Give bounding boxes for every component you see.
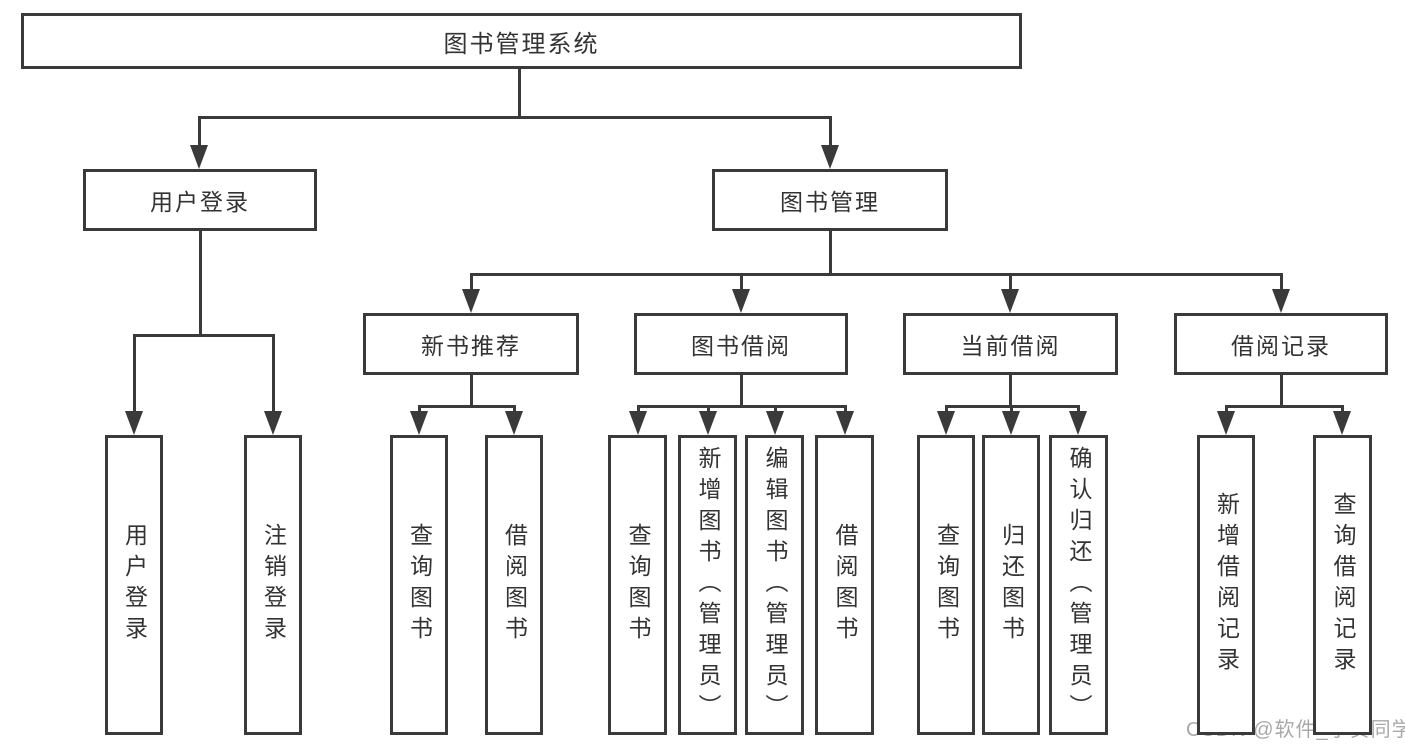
arrowhead-down-icon: [125, 411, 143, 435]
branch-user-login-drop: [271, 335, 275, 415]
branch-new-book-recommend-stem: [469, 375, 473, 408]
branch-book-management-rail: [469, 272, 1283, 276]
node-book-borrowing: 图书借阅: [634, 313, 848, 375]
leaf-query-books-recommend: 查询图书: [390, 435, 448, 735]
branch-user-login-drop: [132, 335, 136, 415]
leaf-query-books-borrowing-label: 查询图书: [625, 523, 651, 647]
node-current-borrowing: 当前借阅: [903, 313, 1118, 375]
branch-root-stem: [517, 69, 521, 119]
leaf-add-borrow-record: 新增借阅记录: [1197, 435, 1255, 735]
arrowhead-down-icon: [699, 411, 717, 435]
arrowhead-down-icon: [462, 289, 480, 313]
branch-borrowing-records-drop: [1224, 406, 1228, 415]
branch-new-book-recommend-rail: [417, 404, 516, 408]
node-borrowing-records-label: 借阅记录: [1231, 333, 1331, 359]
branch-book-borrowing-rail: [636, 404, 847, 408]
branch-book-borrowing-stem: [739, 375, 743, 408]
branch-borrowing-records-stem: [1279, 375, 1283, 408]
arrowhead-down-icon: [836, 411, 854, 435]
branch-current-borrowing-stem: [1008, 375, 1012, 408]
leaf-query-books-current: 查询图书: [917, 435, 975, 735]
node-book-management-label: 图书管理: [780, 189, 880, 215]
node-root: 图书管理系统: [21, 13, 1022, 69]
leaf-return-books: 归还图书: [982, 435, 1040, 735]
branch-root-rail: [197, 115, 832, 119]
node-book-management: 图书管理: [712, 169, 948, 231]
arrowhead-down-icon: [1002, 411, 1020, 435]
leaf-confirm-return-admin-label: 确认归还（管理员）: [1066, 445, 1092, 725]
branch-book-borrowing-drop: [706, 406, 710, 415]
branch-current-borrowing-drop: [1076, 406, 1080, 415]
leaf-query-borrow-record: 查询借阅记录: [1313, 435, 1372, 735]
branch-book-management-drop: [469, 274, 473, 293]
arrowhead-down-icon: [1272, 289, 1290, 313]
node-borrowing-records: 借阅记录: [1174, 313, 1388, 375]
leaf-logout: 注销登录: [244, 435, 302, 735]
node-new-book-recommend: 新书推荐: [363, 313, 579, 375]
node-current-borrowing-label: 当前借阅: [960, 333, 1061, 359]
branch-new-book-recommend-drop: [417, 406, 421, 415]
arrowhead-down-icon: [1001, 289, 1019, 313]
leaf-user-login-label: 用户登录: [121, 523, 148, 647]
arrowhead-down-icon: [1069, 411, 1087, 435]
node-new-book-recommend-label: 新书推荐: [421, 333, 521, 359]
branch-root-drop: [197, 117, 201, 149]
leaf-user-login: 用户登录: [105, 435, 163, 735]
branch-root-drop: [828, 117, 832, 149]
arrowhead-down-icon: [264, 411, 282, 435]
leaf-edit-books-admin: 编辑图书（管理员）: [745, 435, 804, 735]
leaf-confirm-return-admin: 确认归还（管理员）: [1049, 435, 1108, 735]
branch-book-borrowing-drop: [843, 406, 847, 415]
branch-current-borrowing-drop: [1009, 406, 1013, 415]
leaf-query-books-borrowing: 查询图书: [608, 435, 667, 735]
leaf-query-books-current-label: 查询图书: [933, 523, 960, 647]
arrowhead-down-icon: [766, 411, 784, 435]
node-user-login-group: 用户登录: [83, 169, 317, 231]
branch-book-management-drop: [739, 274, 743, 293]
node-book-borrowing-label: 图书借阅: [691, 333, 791, 359]
leaf-logout-label: 注销登录: [260, 523, 287, 647]
branch-user-login-rail: [132, 333, 275, 337]
leaf-borrow-books-recommend-label: 借阅图书: [501, 523, 528, 647]
leaf-return-books-label: 归还图书: [998, 523, 1025, 647]
leaf-borrow-books-recommend: 借阅图书: [485, 435, 543, 735]
leaf-edit-books-admin-label: 编辑图书（管理员）: [762, 445, 788, 725]
leaf-query-borrow-record-label: 查询借阅记录: [1330, 492, 1356, 678]
branch-book-borrowing-drop: [636, 406, 640, 415]
arrowhead-down-icon: [732, 289, 750, 313]
leaf-borrow-books-borrowing: 借阅图书: [815, 435, 874, 735]
node-root-label: 图书管理系统: [443, 30, 600, 58]
branch-new-book-recommend-drop: [512, 406, 516, 415]
branch-book-borrowing-drop: [773, 406, 777, 415]
branch-current-borrowing-drop: [944, 406, 948, 415]
arrowhead-down-icon: [629, 411, 647, 435]
arrowhead-down-icon: [937, 411, 955, 435]
leaf-borrow-books-borrowing-label: 借阅图书: [832, 523, 858, 647]
branch-book-management-stem: [828, 231, 832, 276]
branch-user-login-stem: [198, 231, 202, 337]
branch-book-management-drop: [1008, 274, 1012, 293]
arrowhead-down-icon: [190, 145, 208, 169]
node-user-login-group-label: 用户登录: [150, 189, 250, 215]
arrowhead-down-icon: [505, 411, 523, 435]
arrowhead-down-icon: [821, 145, 839, 169]
branch-borrowing-records-drop: [1340, 406, 1344, 415]
arrowhead-down-icon: [1333, 411, 1351, 435]
leaf-query-books-recommend-label: 查询图书: [406, 523, 433, 647]
leaf-add-borrow-record-label: 新增借阅记录: [1213, 492, 1240, 678]
leaf-add-books-admin: 新增图书（管理员）: [678, 435, 737, 735]
arrowhead-down-icon: [410, 411, 428, 435]
arrowhead-down-icon: [1217, 411, 1235, 435]
branch-book-management-drop: [1279, 274, 1283, 293]
leaf-add-books-admin-label: 新增图书（管理员）: [695, 445, 721, 725]
branch-borrowing-records-rail: [1224, 404, 1344, 408]
